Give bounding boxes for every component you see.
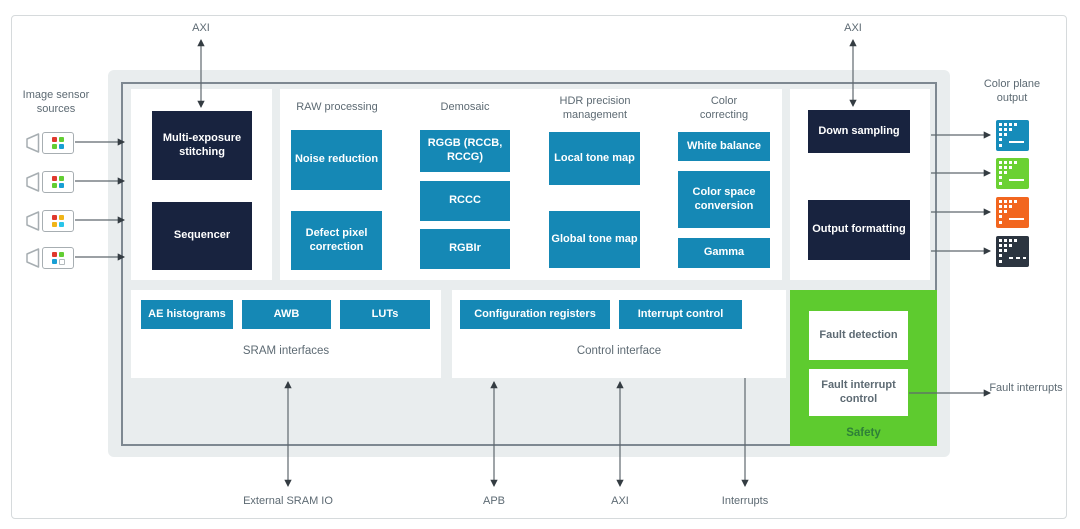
awb-block: AWB bbox=[242, 300, 331, 329]
down-sampling-block: Down sampling bbox=[808, 110, 910, 153]
ae-histograms-block: AE histograms bbox=[141, 300, 233, 329]
color-plane-blue-icon bbox=[996, 120, 1029, 151]
luts-block: LUTs bbox=[340, 300, 430, 329]
sensor-4-icon bbox=[26, 247, 74, 269]
color-space-conversion-block: Color space conversion bbox=[678, 171, 770, 228]
fault-interrupts-label: Fault interrupts bbox=[989, 382, 1063, 394]
sensor-3-icon bbox=[26, 210, 74, 232]
configuration-registers-block: Configuration registers bbox=[460, 300, 610, 329]
global-tone-map-block: Global tone map bbox=[549, 211, 640, 268]
raw-processing-header: RAW processing bbox=[296, 101, 378, 113]
rccc-block: RCCC bbox=[420, 181, 510, 221]
output-formatting-block: Output formatting bbox=[808, 200, 910, 260]
color-plane-output-label: Color plane output bbox=[983, 78, 1041, 105]
fault-interrupt-control-block: Fault interrupt control bbox=[809, 369, 908, 416]
color-plane-dark-icon bbox=[996, 236, 1029, 267]
white-balance-block: White balance bbox=[678, 132, 770, 161]
sensor-1-icon bbox=[26, 132, 74, 154]
apb-label: APB bbox=[482, 495, 505, 507]
image-sensor-sources-label: Image sensor sources bbox=[22, 89, 90, 116]
lens-icon bbox=[26, 211, 40, 231]
multi-exposure-stitching-block: Multi-exposure stitching bbox=[152, 111, 252, 180]
fault-detection-block: Fault detection bbox=[809, 311, 908, 360]
lens-icon bbox=[26, 248, 40, 268]
local-tone-map-block: Local tone map bbox=[549, 132, 640, 185]
safety-label: Safety bbox=[846, 427, 881, 439]
interrupts-label: Interrupts bbox=[721, 495, 769, 507]
rggb-block: RGGB (RCCB, RCCG) bbox=[420, 130, 510, 172]
color-plane-orange-icon bbox=[996, 197, 1029, 228]
sensor-2-icon bbox=[26, 171, 74, 193]
sequencer-block: Sequencer bbox=[152, 202, 252, 270]
lens-icon bbox=[26, 172, 40, 192]
color-plane-green-icon bbox=[996, 158, 1029, 189]
external-sram-io-label: External SRAM IO bbox=[243, 495, 333, 507]
axi-right-label: AXI bbox=[844, 22, 862, 34]
color-correcting-header: Color correcting bbox=[699, 95, 749, 121]
lens-icon bbox=[26, 133, 40, 153]
sram-interfaces-label: SRAM interfaces bbox=[242, 345, 330, 357]
interrupt-control-block: Interrupt control bbox=[619, 300, 742, 329]
rgbir-block: RGBIr bbox=[420, 229, 510, 269]
axi-bottom-label: AXI bbox=[611, 495, 629, 507]
hdr-precision-header: HDR precision management bbox=[559, 95, 631, 121]
defect-pixel-correction-block: Defect pixel correction bbox=[291, 211, 382, 270]
diagram-frame bbox=[11, 15, 1067, 519]
demosaic-header: Demosaic bbox=[440, 101, 490, 113]
isp-core-border bbox=[121, 82, 937, 446]
gamma-block: Gamma bbox=[678, 238, 770, 268]
axi-left-label: AXI bbox=[192, 22, 210, 34]
control-interface-label: Control interface bbox=[576, 345, 662, 357]
noise-reduction-block: Noise reduction bbox=[291, 130, 382, 190]
